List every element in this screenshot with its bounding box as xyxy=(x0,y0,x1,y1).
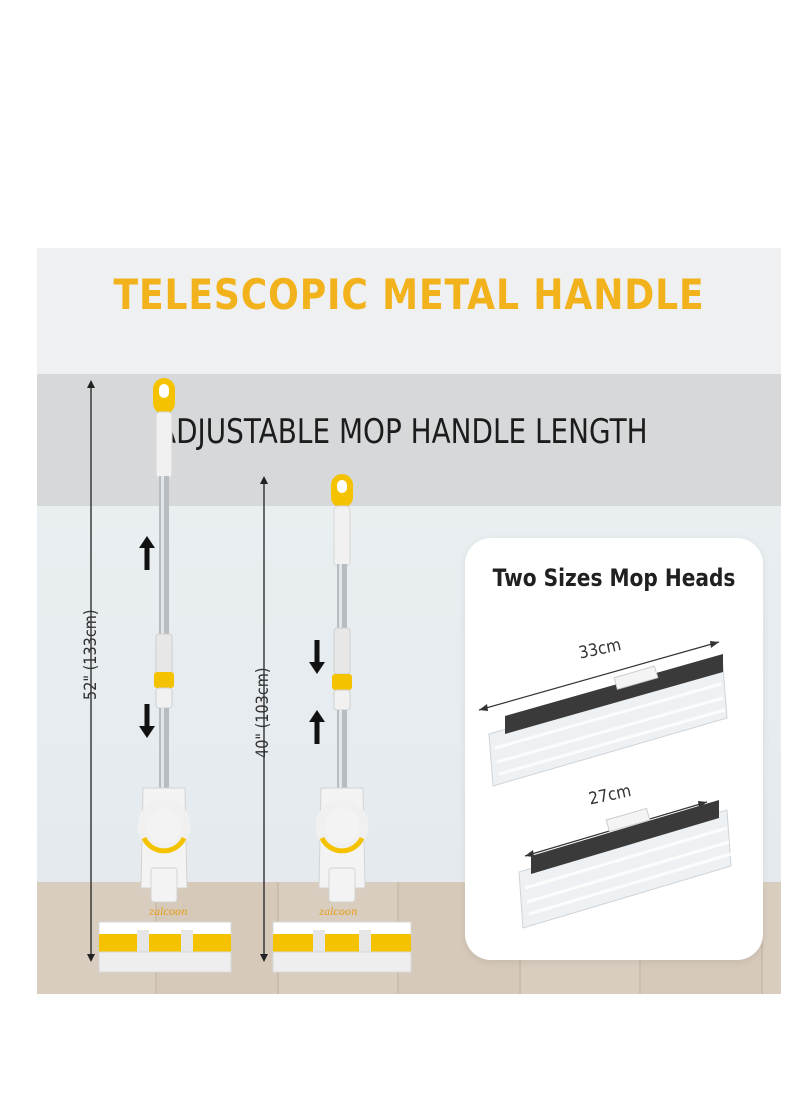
tall-mop-arrow-down xyxy=(139,704,155,738)
mop-heads-panel: Two Sizes Mop Heads xyxy=(465,538,763,960)
wall-upper xyxy=(37,248,781,374)
tall-dimension-line xyxy=(87,380,95,962)
subheadline: ADJUSTABLE MOP HANDLE LENGTH xyxy=(157,412,648,452)
tall-height-label: 52" (133cm) xyxy=(81,609,101,700)
short-dimension-line xyxy=(260,476,268,962)
headline: TELESCOPIC METAL HANDLE xyxy=(113,270,705,319)
mop-heads-illustration xyxy=(478,641,732,929)
mop-illustration: zalcoon xyxy=(87,378,412,973)
large-mop-head xyxy=(488,654,728,787)
short-height-label: 40" (103cm) xyxy=(253,667,273,758)
short-mop-arrow-up xyxy=(309,710,325,744)
tall-mop: zalcoon xyxy=(98,378,232,973)
tall-mop-brand: zalcoon xyxy=(148,907,188,918)
short-mop-brand: zalcoon xyxy=(318,907,358,918)
tall-mop-arrow-up xyxy=(139,536,155,570)
short-mop-arrow-down xyxy=(309,640,325,674)
product-scene: TELESCOPIC METAL HANDLE ADJUSTABLE MOP H… xyxy=(37,248,781,994)
small-mop-head xyxy=(518,800,732,929)
short-mop: zalcoon xyxy=(272,474,412,973)
panel-title: Two Sizes Mop Heads xyxy=(492,564,736,592)
large-head-dimension-line xyxy=(478,641,720,711)
